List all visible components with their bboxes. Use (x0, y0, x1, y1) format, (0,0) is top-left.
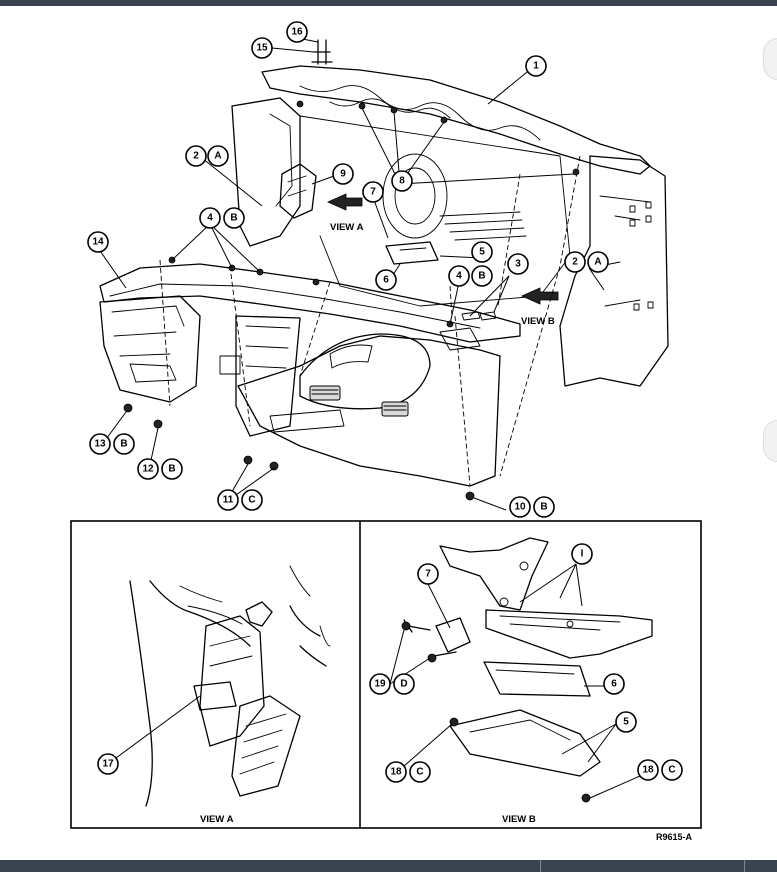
svg-text:C: C (668, 765, 675, 776)
callout-11: 11 (217, 489, 239, 511)
svg-text:D: D (400, 679, 407, 690)
svg-text:9: 9 (340, 169, 346, 180)
callout-A-right: A (587, 251, 609, 273)
svg-text:7: 7 (370, 187, 376, 198)
bottom-bar-divider-2 (744, 860, 745, 872)
svg-text:3: 3 (515, 259, 521, 270)
svg-text:A: A (214, 151, 221, 162)
top-bar (0, 0, 777, 6)
svg-text:I: I (581, 549, 584, 560)
callout-B-10: B (533, 496, 555, 518)
callout-5: 5 (471, 241, 493, 263)
view-a-caption: VIEW A (200, 814, 234, 825)
svg-text:B: B (120, 439, 127, 450)
svg-text:18: 18 (642, 765, 654, 776)
callout-7-viewb: 7 (417, 563, 439, 585)
callout-1: 1 (525, 55, 547, 77)
callout-C-18-left: C (409, 761, 431, 783)
callout-9: 9 (332, 163, 354, 185)
callout-B-right: B (471, 265, 493, 287)
svg-text:11: 11 (223, 495, 234, 506)
callout-C-18-right: C (661, 759, 683, 781)
figure-code: R9615-A (656, 832, 693, 842)
svg-text:4: 4 (207, 213, 213, 224)
svg-text:B: B (230, 213, 237, 224)
callout-17: 17 (97, 753, 119, 775)
callout-D: D (393, 673, 415, 695)
svg-text:19: 19 (374, 679, 386, 690)
callout-19: 19 (369, 673, 391, 695)
callout-7: 7 (362, 181, 384, 203)
svg-text:4: 4 (456, 271, 462, 282)
bottom-bar (0, 860, 777, 872)
callout-13: 13 (89, 433, 111, 455)
svg-text:14: 14 (92, 237, 104, 248)
svg-text:18: 18 (390, 767, 402, 778)
callout-C-11: C (241, 489, 263, 511)
callout-B-13: B (113, 433, 135, 455)
svg-text:15: 15 (256, 43, 268, 54)
svg-text:8: 8 (399, 176, 405, 187)
svg-text:16: 16 (291, 27, 303, 38)
svg-text:B: B (540, 502, 547, 513)
svg-text:2: 2 (572, 257, 578, 268)
callout-3: 3 (507, 253, 529, 275)
view-a-panel: 17 VIEW A (97, 565, 331, 825)
callout-15: 15 (251, 37, 273, 59)
callout-6-viewb: 6 (603, 673, 625, 695)
callout-14: 14 (87, 231, 109, 253)
callout-5-viewb: 5 (615, 711, 637, 733)
callout-8: 8 (391, 170, 413, 192)
bottom-bar-divider-1 (540, 860, 541, 872)
svg-text:6: 6 (383, 275, 389, 286)
callout-2-right: 2 (564, 251, 586, 273)
svg-text:5: 5 (479, 247, 485, 258)
callout-B-left: B (223, 207, 245, 229)
view-b-panel: I 7 6 5 19 D 18 C 18 C VIEW B (369, 537, 683, 825)
svg-text:5: 5 (623, 717, 629, 728)
svg-text:C: C (416, 767, 423, 778)
svg-text:A: A (594, 257, 601, 268)
svg-text:10: 10 (514, 502, 526, 513)
svg-text:C: C (248, 495, 255, 506)
main-exploded-view: 1 2 A 15 16 9 7 8 14 4 B 5 6 4 B 3 2 A 1… (87, 21, 669, 518)
callout-18-left: 18 (385, 761, 407, 783)
svg-text:13: 13 (94, 439, 106, 450)
svg-text:2: 2 (193, 151, 199, 162)
callout-4-right: 4 (448, 265, 470, 287)
view-b-caption: VIEW B (502, 814, 536, 825)
callout-16: 16 (286, 21, 308, 43)
svg-text:6: 6 (611, 679, 617, 690)
callout-18-right: 18 (637, 759, 659, 781)
callout-10: 10 (509, 496, 531, 518)
svg-text:1: 1 (533, 61, 539, 72)
callout-B-12: B (161, 458, 183, 480)
svg-text:12: 12 (142, 464, 154, 475)
callout-6: 6 (375, 269, 397, 291)
svg-text:B: B (168, 464, 175, 475)
inset-frame (70, 520, 702, 829)
svg-text:B: B (478, 271, 485, 282)
callout-2-left: 2 (185, 145, 207, 167)
callout-I: I (571, 543, 593, 565)
callout-4-left: 4 (199, 207, 221, 229)
instrument-panel-diagram: 1 2 A 15 16 9 7 8 14 4 B 5 6 4 B 3 2 A 1… (70, 21, 702, 842)
callout-A-left: A (207, 145, 229, 167)
view-a-label: VIEW A (330, 222, 364, 233)
svg-text:7: 7 (425, 569, 431, 580)
svg-text:17: 17 (102, 759, 114, 770)
view-b-label: VIEW B (521, 316, 555, 327)
callout-12: 12 (137, 458, 159, 480)
